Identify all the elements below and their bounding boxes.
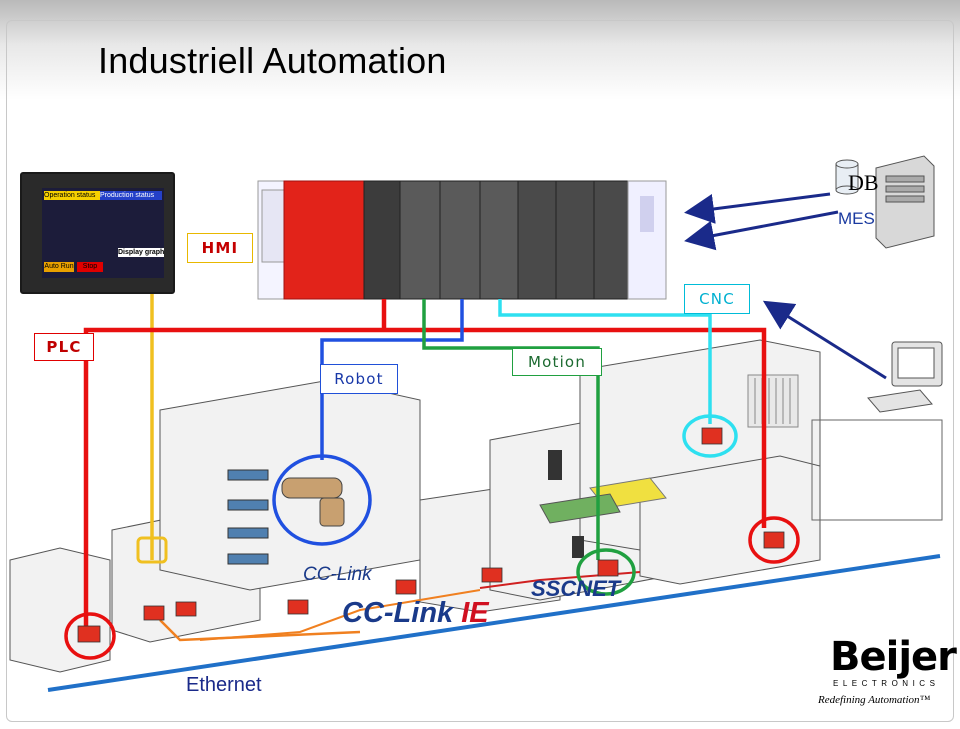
servo-motor-2 (572, 536, 584, 558)
mes-server (875, 155, 935, 249)
robot-line (320, 299, 464, 460)
slide-frame (6, 20, 954, 722)
beijer-sub-logo: ELECTRONICS (833, 679, 940, 688)
hmi-operation-status: Operation status (44, 191, 100, 200)
io-modules (77, 427, 785, 643)
motion-line (422, 299, 600, 560)
robot-label: Robot (320, 364, 398, 394)
green-board (539, 493, 621, 524)
sscnet-logo: SSCNET (531, 576, 621, 601)
slide-title: Industriell Automation (98, 40, 447, 81)
robot-highlight-circle (272, 454, 372, 546)
cclink-ie-line (199, 589, 481, 641)
cclink-orange-line (159, 619, 361, 642)
ethernet-backbone (47, 554, 941, 692)
plc-highlight-circle (64, 612, 116, 660)
ethernet-label: Ethernet (186, 674, 262, 696)
machine-cnc-base (639, 455, 821, 585)
db-label: DB (848, 170, 879, 195)
machine-plc-cabinet (9, 547, 111, 673)
cnc-label: CNC (684, 284, 750, 314)
hmi-stop-button: Stop (77, 262, 103, 272)
cnc-highlight-circle (682, 414, 738, 458)
cc-link-ie-logo: CC-Link IE (342, 597, 489, 630)
cc-link-logo: CC-Link (303, 564, 372, 585)
mes-arrow-1 (684, 192, 831, 224)
hmi-label: HMI (187, 233, 253, 263)
brand-tagline: Redefining Automation™ (818, 694, 931, 706)
cc-link-ie-suffix: IE (461, 597, 489, 629)
cnc-plc-highlight-circle (748, 516, 800, 564)
cnc-grid-panel (747, 374, 799, 428)
hmi-highlight-box (136, 536, 168, 564)
pc-arrow (762, 300, 887, 380)
hmi-panel: Operation status Production status Displ… (20, 172, 175, 294)
hmi-auto-run-button: Auto Run (44, 262, 74, 272)
beijer-logo: Beijer (830, 634, 957, 680)
pc-workstation (867, 341, 943, 413)
machine-table (811, 419, 943, 521)
servo-motor-1 (548, 450, 562, 480)
motion-highlight-circle (576, 548, 636, 596)
plc-label: PLC (34, 333, 94, 361)
scara-robot (281, 477, 345, 527)
robot-trays (227, 469, 269, 565)
cc-link-ie-main: CC-Link (342, 597, 454, 629)
hmi-display-graph: Display graph (118, 248, 164, 257)
motion-label: Motion (512, 348, 602, 376)
cnc-line (498, 299, 712, 424)
hmi-production-status: Production status (100, 191, 162, 200)
mes-label: MES (838, 209, 875, 228)
plc-rack (257, 180, 667, 300)
title-bar-background (0, 0, 960, 100)
db-cylinder (835, 159, 859, 195)
mes-arrow-2 (684, 210, 839, 251)
